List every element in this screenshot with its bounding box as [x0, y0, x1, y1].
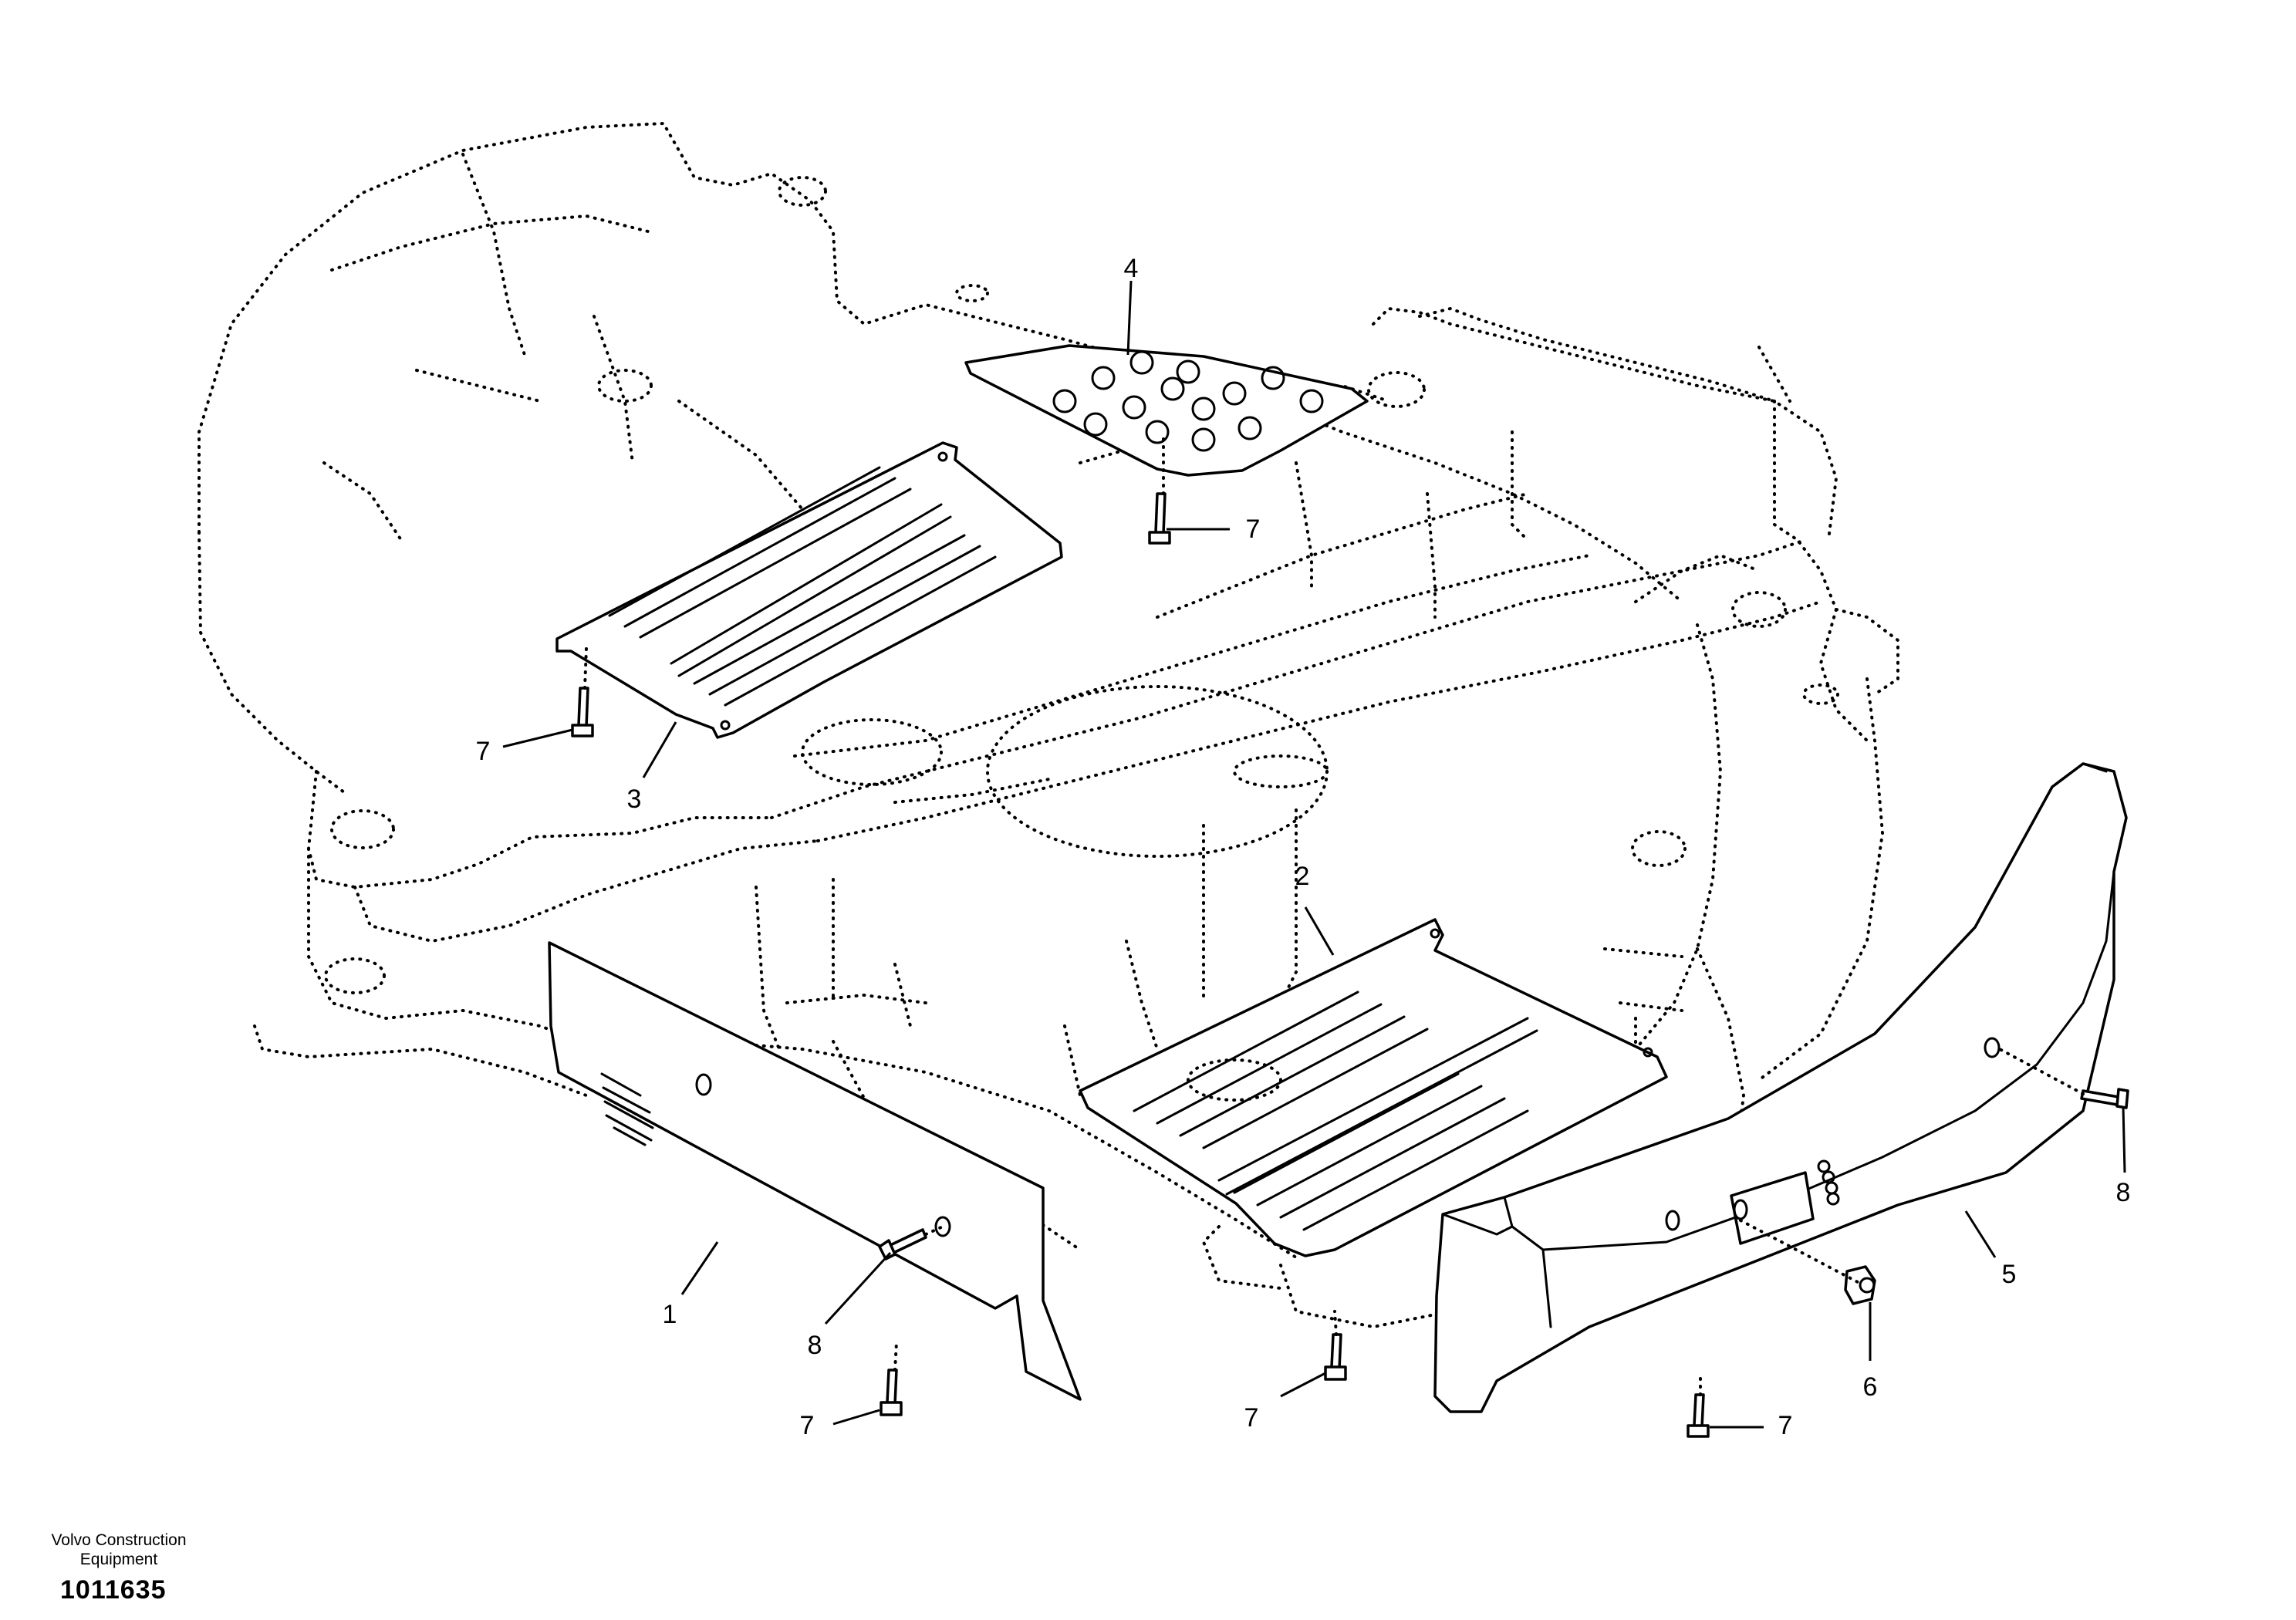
- vent-slots: [600, 1072, 654, 1146]
- frame-outline: [198, 122, 1899, 1328]
- callout-5: 5: [2002, 1260, 2017, 1289]
- hinge-icon: [1817, 1159, 1840, 1206]
- callout-7: 7: [800, 1411, 815, 1440]
- callout-1: 1: [663, 1300, 677, 1329]
- callout-3: 3: [627, 785, 642, 814]
- callout-7: 7: [1246, 515, 1261, 544]
- floor-grate-part-2: [1079, 918, 1668, 1257]
- bolt-icon: [878, 1228, 927, 1261]
- callout-7: 7: [1244, 1403, 1259, 1433]
- company-line-1: Volvo Construction: [51, 1531, 187, 1549]
- drawing-number: 1011635: [60, 1575, 167, 1605]
- bolt-icon: [1324, 1333, 1347, 1381]
- perforated-plate-part-4: [964, 344, 1369, 477]
- counterweight-part-5: [1433, 762, 2128, 1413]
- latch-part-6: [1739, 1219, 1876, 1305]
- callout-labels: 1 2 3 4 5 6 7 7 7 7 7 8 8: [476, 254, 2131, 1440]
- grate-slots-front: [1133, 991, 1529, 1231]
- callout-2: 2: [1295, 862, 1310, 891]
- bolt-icon: [2080, 1088, 2129, 1109]
- plate-holes: [1052, 350, 1324, 452]
- callout-8: 8: [808, 1331, 822, 1360]
- bolt-icon: [571, 687, 594, 737]
- side-cover-part-1: [548, 941, 1082, 1401]
- company-name: Volvo Construction Equipment: [46, 1531, 191, 1569]
- company-line-2: Equipment: [79, 1551, 158, 1568]
- callout-7: 7: [1778, 1411, 1793, 1440]
- callout-7: 7: [476, 737, 491, 766]
- bolt-icon: [1148, 492, 1171, 545]
- leader-lines: [502, 280, 2126, 1429]
- callout-8: 8: [2116, 1178, 2131, 1207]
- grate-slots-rear: [608, 466, 997, 707]
- floor-grate-part-3: [555, 441, 1063, 739]
- bolt-icon: [880, 1369, 903, 1416]
- callout-4: 4: [1124, 254, 1139, 283]
- bolt-icon: [1687, 1393, 1710, 1438]
- callout-6: 6: [1863, 1372, 1878, 1402]
